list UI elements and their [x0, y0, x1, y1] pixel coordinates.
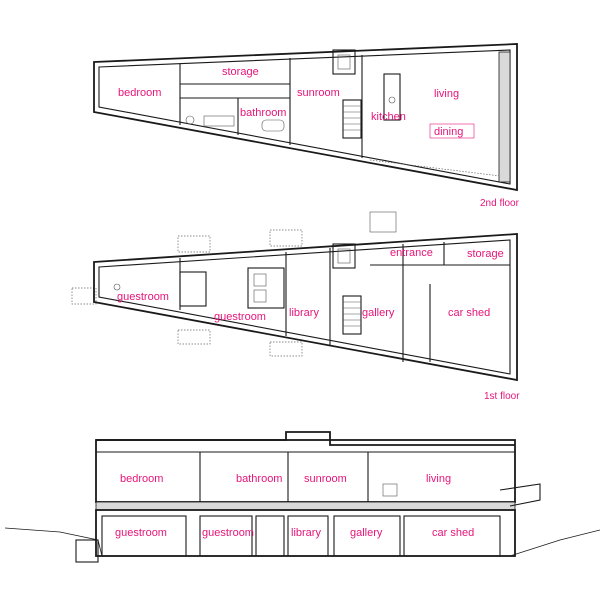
section-label-bedroom: bedroom: [120, 473, 163, 485]
section-label-sunroom: sunroom: [304, 473, 347, 485]
room-label-guestroom-b: guestroom: [214, 311, 266, 323]
second-floor-shaft: [332, 49, 356, 75]
room-label-kitchen: kitchen: [371, 111, 406, 123]
section-label-living: living: [426, 473, 451, 485]
second-floor-plan: bedroom storage bathroom sunroom kitchen…: [93, 43, 520, 209]
section-upper-floor: [95, 439, 516, 503]
section-room-gallery: [333, 515, 401, 557]
room-label-dining: dining: [434, 126, 463, 138]
first-floor-wc: [247, 267, 285, 309]
room-label-guestroom-a: guestroom: [117, 291, 169, 303]
overhang-4: [269, 341, 303, 357]
first-floor-plan: guestroom guestroom library gallery entr…: [71, 211, 520, 402]
vanity: [203, 115, 235, 127]
section-room-guestroom-b: [199, 515, 253, 557]
wc-fixture-2: [253, 289, 267, 303]
toilet: [185, 115, 195, 125]
guestroom-fixture: [113, 283, 121, 291]
room-label-living: living: [434, 88, 459, 100]
section-room-carshed: [403, 515, 501, 557]
dining-table: [429, 123, 475, 139]
section-label-car-shed: car shed: [432, 527, 474, 539]
section-room-library: [287, 515, 329, 557]
room-label-entrance: entrance: [390, 247, 433, 259]
section-cantilever: [499, 483, 541, 507]
room-label-car-shed: car shed: [448, 307, 490, 319]
first-floor-stair: [342, 295, 362, 335]
section-label-library: library: [291, 527, 321, 539]
window-strip: [369, 159, 501, 177]
bathtub: [261, 119, 285, 132]
room-label-bedroom: bedroom: [118, 87, 161, 99]
overhang-1: [177, 235, 211, 253]
second-floor-shaft-inner: [337, 54, 351, 70]
room-label-storage: storage: [222, 66, 259, 78]
guest-closet: [179, 271, 207, 307]
section-label-gallery: gallery: [350, 527, 383, 539]
entry-steps: [369, 211, 397, 233]
room-label-library: library: [289, 307, 319, 319]
second-floor-end-wall: [498, 51, 511, 183]
room-label-gallery: gallery: [362, 307, 395, 319]
building-section: bedroom bathroom sunroom living guestroo…: [4, 431, 600, 563]
overhang-3: [177, 329, 211, 345]
section-room-guestroom-a: [101, 515, 187, 557]
kitchen-counter: [383, 73, 401, 121]
first-floor-outer-wall: [93, 233, 518, 382]
section-room-wc: [255, 515, 285, 557]
floor-title-2nd: 2nd floor: [480, 198, 520, 209]
first-floor-inner-wall: [98, 239, 511, 375]
room-label-storage-1f: storage: [467, 248, 504, 260]
second-floor-outer-wall: [93, 43, 518, 192]
second-floor-stair: [342, 99, 362, 139]
floor-title-1st: 1st floor: [484, 391, 520, 402]
overhang-5: [71, 287, 97, 305]
retaining-wall: [75, 539, 99, 563]
first-floor-shaft: [332, 243, 356, 269]
section-label-bathroom: bathroom: [236, 473, 282, 485]
overhang-2: [269, 229, 303, 247]
section-floor-slab: [95, 501, 516, 511]
first-floor-shaft-inner: [337, 248, 351, 264]
room-label-bathroom: bathroom: [240, 107, 286, 119]
room-label-sunroom: sunroom: [297, 87, 340, 99]
section-kitchen-counter: [382, 483, 398, 497]
wc-fixture-1: [253, 273, 267, 287]
section-label-guestroom-b: guestroom: [202, 527, 254, 539]
section-label-guestroom-a: guestroom: [115, 527, 167, 539]
second-floor-inner-wall: [98, 49, 511, 185]
kitchen-sink: [388, 96, 396, 104]
roof-line: [96, 431, 515, 446]
